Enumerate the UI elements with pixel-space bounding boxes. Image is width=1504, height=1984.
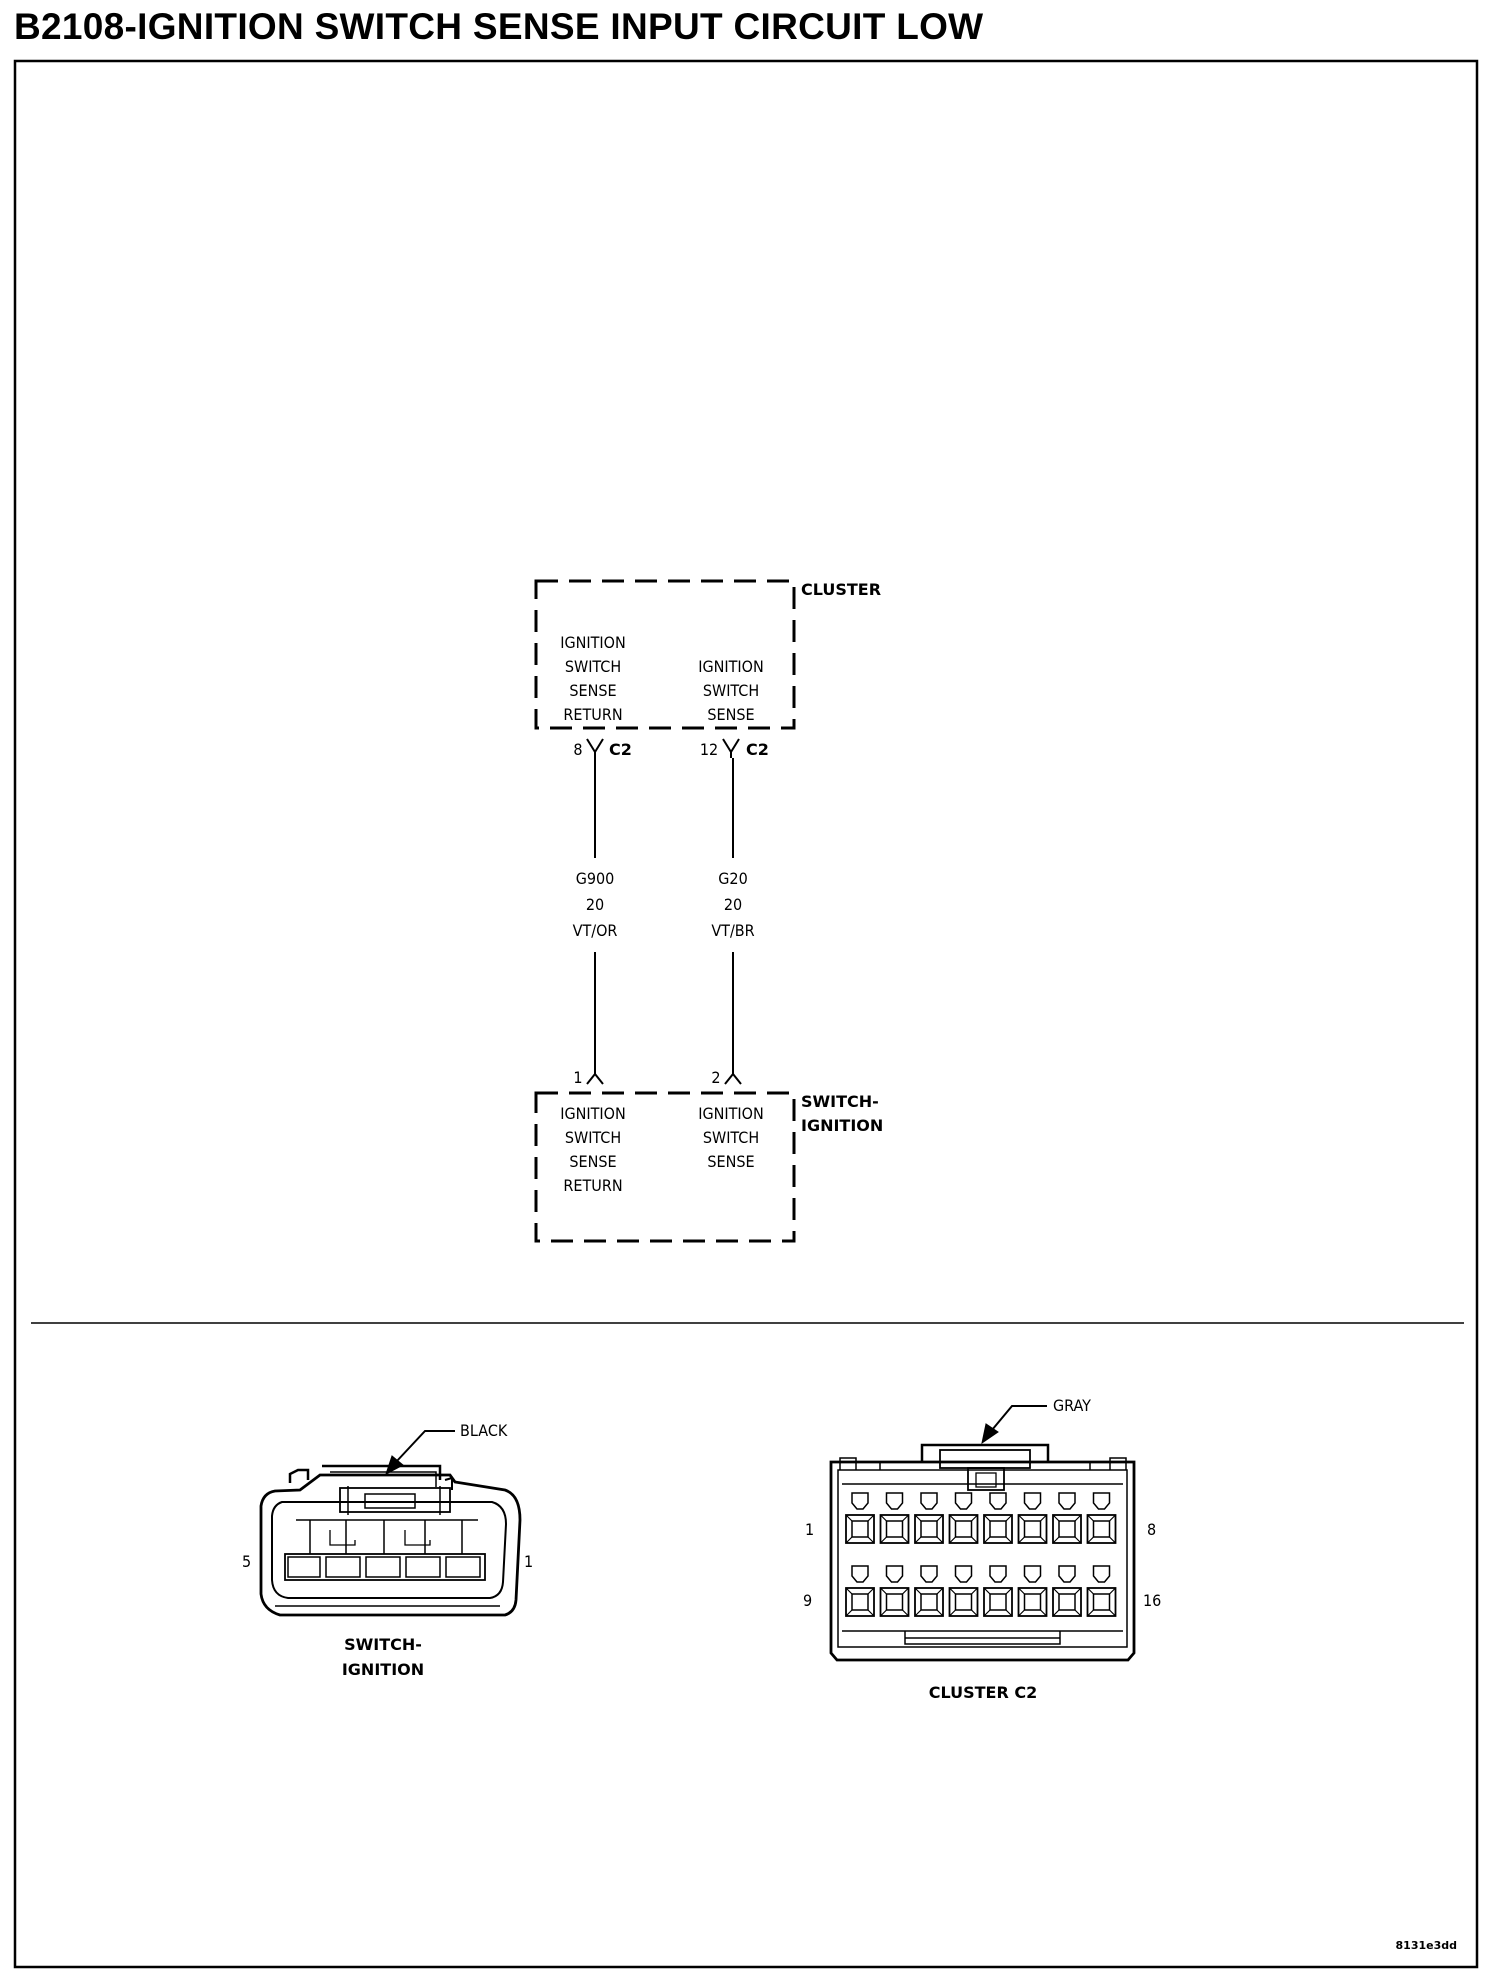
cluster-cavity <box>914 1492 944 1544</box>
switch-pin-row <box>284 1553 486 1581</box>
cluster-cavity <box>1052 1492 1082 1544</box>
wire-g20: G20 20 VT/BR <box>711 758 755 1070</box>
diagram-frame <box>13 59 1479 1969</box>
cluster-pin-8-connector-icon <box>586 738 604 758</box>
wire-g900-color: VT/OR <box>573 921 618 940</box>
cluster-cavity <box>948 1492 979 1544</box>
switch-pin-right-label: IGNITION SWITCH SENSE <box>698 1104 764 1171</box>
cluster-cavity <box>914 1565 944 1617</box>
cluster-cavity <box>1086 1565 1117 1617</box>
wire-g20-circuit: G20 <box>718 869 747 888</box>
cluster-housing-key <box>920 1443 1050 1462</box>
svg-text:SENSE: SENSE <box>569 681 616 700</box>
cluster-connector-pin-9: 9 <box>803 1591 812 1610</box>
cluster-pin-12-connector-icon <box>722 738 740 758</box>
cluster-connector-pin-8: 8 <box>1147 1520 1156 1539</box>
switch-color-leader-line <box>395 1430 455 1463</box>
cluster-color-arrow-icon <box>981 1423 999 1445</box>
cluster-cavity-grid <box>845 1492 1117 1617</box>
svg-text:IGNITION: IGNITION <box>560 633 626 652</box>
switch-connector-view: BLACK 5 1 SWITCH- IGNITION <box>242 1421 533 1679</box>
svg-text:SWITCH: SWITCH <box>703 1128 759 1147</box>
cluster-connector-pin-16: 16 <box>1143 1591 1161 1610</box>
wire-g20-color: VT/BR <box>711 921 754 940</box>
switch-connector-pin-5: 5 <box>242 1552 251 1571</box>
switch-pin-2-number: 2 <box>711 1068 720 1087</box>
cluster-cavity <box>1086 1492 1117 1544</box>
page-title: B2108-IGNITION SWITCH SENSE INPUT CIRCUI… <box>14 6 984 47</box>
cluster-module: CLUSTER IGNITION SWITCH SENSE RETURN IGN… <box>534 579 881 759</box>
cluster-cavity <box>1052 1565 1082 1617</box>
cluster-color-leader-line <box>991 1405 1047 1431</box>
cluster-connector-name: CLUSTER C2 <box>929 1683 1038 1702</box>
cluster-cavity <box>845 1492 875 1544</box>
svg-text:RETURN: RETURN <box>563 705 622 724</box>
svg-text:SENSE: SENSE <box>569 1152 616 1171</box>
svg-text:SWITCH: SWITCH <box>565 1128 621 1147</box>
wire-g900-gauge: 20 <box>586 895 604 914</box>
cluster-pin-8-number: 8 <box>573 740 582 759</box>
cluster-cavity <box>879 1492 910 1544</box>
cluster-connector-color-label: GRAY <box>1053 1396 1091 1415</box>
cluster-cavity <box>1017 1565 1048 1617</box>
switch-name-line2: IGNITION <box>801 1116 883 1135</box>
switch-pin-1-connector-icon <box>586 1070 604 1085</box>
svg-text:SENSE: SENSE <box>707 705 754 724</box>
cluster-connector-id-left: C2 <box>609 740 632 759</box>
svg-text:SWITCH: SWITCH <box>703 681 759 700</box>
figure-code: 8131e3dd <box>1396 1939 1457 1952</box>
switch-housing-top-tab <box>322 1464 442 1480</box>
svg-text:SENSE: SENSE <box>707 1152 754 1171</box>
cluster-housing-outline <box>829 1460 1136 1662</box>
cluster-dashed-box <box>534 579 796 730</box>
cluster-pin-12-number: 12 <box>700 740 718 759</box>
svg-text:IGNITION: IGNITION <box>560 1104 626 1123</box>
switch-connector-name-line2: IGNITION <box>342 1660 424 1679</box>
cluster-cavity <box>1017 1492 1048 1544</box>
cluster-connector-id-right: C2 <box>746 740 769 759</box>
svg-text:IGNITION: IGNITION <box>698 1104 764 1123</box>
wire-g900: G900 20 VT/OR <box>573 758 618 1070</box>
switch-housing-left-latch <box>288 1468 310 1483</box>
svg-text:SWITCH: SWITCH <box>565 657 621 676</box>
cluster-pin-left-label: IGNITION SWITCH SENSE RETURN <box>560 633 626 724</box>
cluster-cavity <box>983 1492 1013 1544</box>
cluster-cavity <box>879 1565 910 1617</box>
switch-connector-name-line1: SWITCH- <box>344 1635 422 1654</box>
svg-text:RETURN: RETURN <box>563 1176 622 1195</box>
cluster-name: CLUSTER <box>801 580 881 599</box>
cluster-cavity <box>948 1565 979 1617</box>
svg-text:IGNITION: IGNITION <box>698 657 764 676</box>
switch-pin-2-connector-icon <box>724 1070 742 1085</box>
switch-name-line1: SWITCH- <box>801 1092 879 1111</box>
switch-housing-inner-outline <box>271 1501 508 1599</box>
switch-dashed-box <box>534 1091 796 1243</box>
switch-module: 1 2 SWITCH- IGNITION IGNITION SWITCH SEN… <box>534 1068 883 1243</box>
wire-g20-gauge: 20 <box>724 895 742 914</box>
cluster-connector-pin-1: 1 <box>805 1520 814 1539</box>
switch-pin-1-number: 1 <box>573 1068 582 1087</box>
switch-pin-left-label: IGNITION SWITCH SENSE RETURN <box>560 1104 626 1195</box>
wire-g900-circuit: G900 <box>576 869 615 888</box>
cluster-cavity <box>845 1565 875 1617</box>
cluster-pin-right-label: IGNITION SWITCH SENSE <box>698 657 764 724</box>
switch-housing-outline <box>259 1473 522 1617</box>
switch-connector-color-label: BLACK <box>460 1421 508 1440</box>
switch-connector-pin-1: 1 <box>524 1552 533 1571</box>
cluster-cavity <box>983 1565 1013 1617</box>
cluster-connector-view: GRAY 1 8 9 16 CLUSTER C2 <box>803 1396 1161 1702</box>
